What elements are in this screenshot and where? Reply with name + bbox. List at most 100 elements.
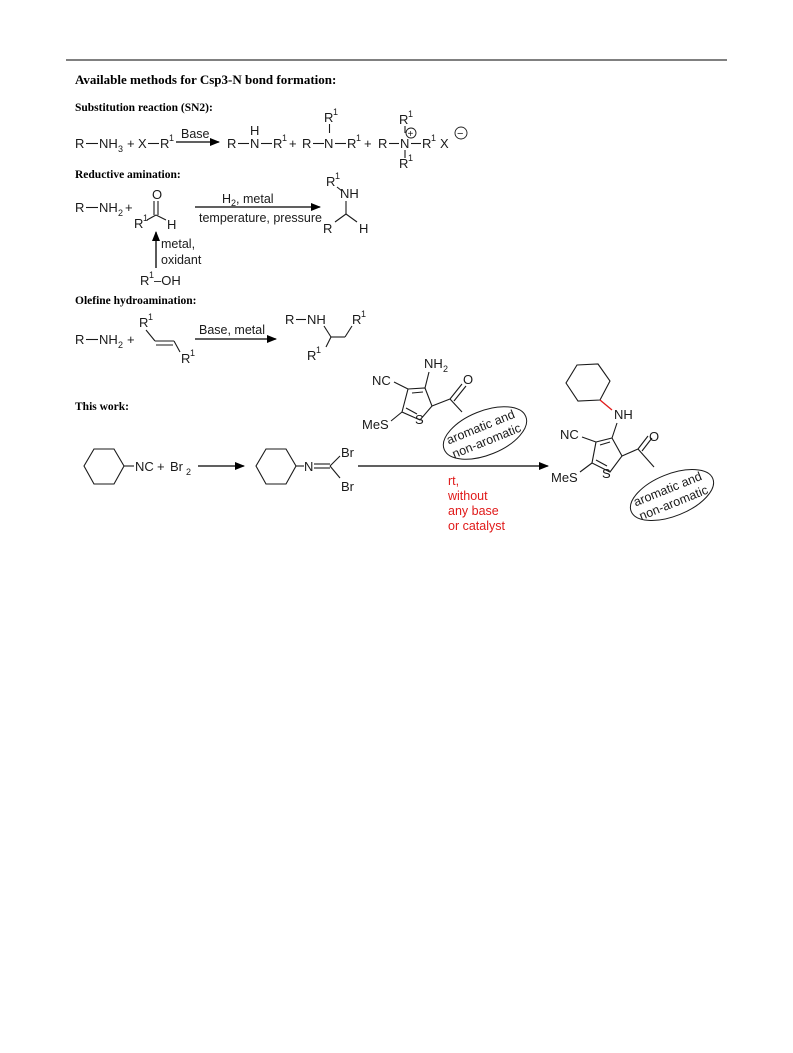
sn2-heading: Substitution reaction (SN2): bbox=[75, 102, 213, 114]
svg-text:S: S bbox=[415, 412, 424, 427]
svg-text:H: H bbox=[167, 217, 176, 232]
svg-text:1: 1 bbox=[149, 270, 154, 280]
svg-text:+: + bbox=[127, 332, 135, 347]
svg-text:−: − bbox=[457, 128, 463, 140]
svg-text:1: 1 bbox=[169, 133, 174, 143]
svg-text:NH: NH bbox=[99, 332, 118, 347]
svg-text:R: R bbox=[378, 136, 387, 151]
thiophene-ring-1 bbox=[401, 387, 433, 421]
main-heading: Available methods for Csp3-N bond format… bbox=[75, 72, 336, 87]
sn2-condition: Base bbox=[181, 127, 210, 141]
svg-text:R: R bbox=[75, 332, 84, 347]
svg-text:N: N bbox=[324, 136, 333, 151]
svg-text:2: 2 bbox=[186, 467, 191, 477]
product-cyclohexane-ring bbox=[565, 363, 611, 402]
svg-text:1: 1 bbox=[431, 133, 436, 143]
svg-text:1: 1 bbox=[333, 107, 338, 117]
svg-text:R: R bbox=[227, 136, 236, 151]
svg-text:Br: Br bbox=[341, 479, 355, 494]
svg-text:+: + bbox=[364, 136, 372, 151]
svg-text:1: 1 bbox=[143, 213, 148, 223]
svg-text:S: S bbox=[602, 466, 611, 481]
new-c-n-bond bbox=[599, 399, 613, 411]
svg-text:–OH: –OH bbox=[154, 273, 181, 288]
sn2-reaction: R NH 3 + X R 1 Base R H N R 1 + R N R 1 … bbox=[75, 107, 468, 171]
svg-text:+: + bbox=[157, 459, 165, 474]
this-work-reaction: NC + Br 2 N Br Br NH 2 NC S MeS O bbox=[83, 356, 715, 533]
temp-pressure-condition: temperature, pressure bbox=[199, 211, 322, 225]
olefine-heading: Olefine hydroamination: bbox=[75, 295, 197, 307]
svg-text:R: R bbox=[324, 110, 333, 125]
svg-text:R: R bbox=[326, 174, 335, 189]
svg-text:oxidant: oxidant bbox=[161, 253, 202, 267]
svg-text:R: R bbox=[273, 136, 282, 151]
reagent-scope-ellipse bbox=[442, 406, 528, 460]
svg-text:R: R bbox=[285, 312, 294, 327]
svg-text:MeS: MeS bbox=[551, 470, 578, 485]
svg-text:2: 2 bbox=[118, 208, 123, 218]
svg-text:R: R bbox=[160, 136, 169, 151]
svg-text:NH: NH bbox=[307, 312, 326, 327]
svg-text:R: R bbox=[139, 315, 148, 330]
sn2-reactant-r: R bbox=[75, 136, 84, 151]
svg-text:metal,: metal, bbox=[161, 237, 195, 251]
h2-metal-condition: H2, metal bbox=[222, 192, 274, 208]
this-work-heading: This work: bbox=[75, 401, 129, 413]
svg-text:R: R bbox=[347, 136, 356, 151]
svg-text:N: N bbox=[250, 136, 259, 151]
svg-text:NC: NC bbox=[560, 427, 579, 442]
svg-text:1: 1 bbox=[190, 348, 195, 358]
svg-text:1: 1 bbox=[361, 309, 366, 319]
svg-text:+: + bbox=[127, 136, 135, 151]
svg-text:NC: NC bbox=[135, 459, 154, 474]
svg-text:R: R bbox=[323, 221, 332, 236]
svg-text:R: R bbox=[140, 273, 149, 288]
base-metal-condition: Base, metal bbox=[199, 323, 265, 337]
svg-text:1: 1 bbox=[148, 312, 153, 322]
svg-text:R: R bbox=[302, 136, 311, 151]
condition-any-base: any base bbox=[448, 504, 499, 518]
svg-text:1: 1 bbox=[282, 133, 287, 143]
svg-text:1: 1 bbox=[335, 171, 340, 181]
svg-text:1: 1 bbox=[316, 345, 321, 355]
aldehyde-o: O bbox=[152, 187, 162, 202]
product-scope-ellipse bbox=[629, 468, 715, 522]
cyclohexane-ring-1 bbox=[83, 448, 125, 485]
svg-text:H: H bbox=[359, 221, 368, 236]
olefine-hydroamination: R NH 2 + R 1 R 1 Base, metal R NH R 1 R … bbox=[75, 309, 366, 366]
svg-text:H: H bbox=[250, 123, 259, 138]
svg-text:+: + bbox=[289, 136, 297, 151]
cyclohexane-ring-2 bbox=[255, 448, 297, 485]
svg-text:R: R bbox=[181, 351, 190, 366]
sn2-reactant-x: X bbox=[138, 136, 147, 151]
svg-text:O: O bbox=[649, 429, 659, 444]
svg-text:3: 3 bbox=[118, 144, 123, 154]
svg-text:Br: Br bbox=[341, 445, 355, 460]
svg-text:MeS: MeS bbox=[362, 417, 389, 432]
svg-text:NH: NH bbox=[99, 200, 118, 215]
svg-text:N: N bbox=[304, 459, 313, 474]
svg-text:R: R bbox=[307, 348, 316, 363]
svg-text:2: 2 bbox=[118, 340, 123, 350]
svg-text:R: R bbox=[352, 312, 361, 327]
svg-text:O: O bbox=[463, 372, 473, 387]
reductive-amination: R NH 2 + O R 1 H H2, metal temperature, … bbox=[75, 171, 368, 288]
svg-text:NH: NH bbox=[614, 407, 633, 422]
svg-text:N: N bbox=[400, 136, 409, 151]
svg-text:1: 1 bbox=[408, 109, 413, 119]
svg-text:R: R bbox=[399, 112, 408, 127]
svg-text:R: R bbox=[75, 200, 84, 215]
reductive-heading: Reductive amination: bbox=[75, 169, 181, 181]
svg-text:2: 2 bbox=[443, 364, 448, 374]
condition-without: without bbox=[447, 489, 488, 503]
svg-text:+: + bbox=[125, 200, 133, 215]
svg-text:+: + bbox=[408, 129, 414, 140]
svg-text:NC: NC bbox=[372, 373, 391, 388]
svg-text:R: R bbox=[134, 216, 143, 231]
svg-text:NH: NH bbox=[424, 356, 443, 371]
svg-text:X: X bbox=[440, 136, 449, 151]
product-thiophene-ring bbox=[591, 437, 623, 473]
svg-text:1: 1 bbox=[356, 133, 361, 143]
svg-text:R: R bbox=[399, 156, 408, 171]
